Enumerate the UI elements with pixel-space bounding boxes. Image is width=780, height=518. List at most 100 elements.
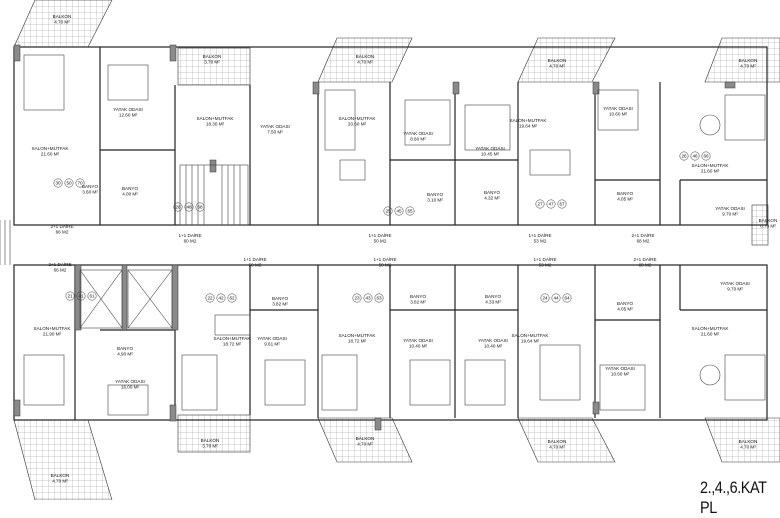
room-name: YATAK ODASI xyxy=(257,336,287,341)
unit-code-circle xyxy=(87,291,97,301)
room-name: BALKON xyxy=(356,54,375,59)
unit-code-circle xyxy=(535,199,545,209)
room-name: 1+1 DAİRE xyxy=(373,256,396,262)
room-area: 18.72 M² xyxy=(223,342,242,347)
balconies xyxy=(13,0,780,500)
room-name: BALKON xyxy=(548,439,567,444)
unit-code-circle xyxy=(76,291,86,301)
room-area: 68 M2 xyxy=(639,263,652,268)
room-name: BANYO xyxy=(484,190,501,195)
room-name: BALKON xyxy=(739,439,758,444)
room-area: 18.30 M² xyxy=(206,122,225,127)
unit-code-circle xyxy=(374,293,384,303)
unit-code-circle xyxy=(551,293,561,303)
unit-code-circle xyxy=(53,178,63,188)
room-area: 60 M2 xyxy=(184,239,197,244)
unit-code-circle xyxy=(352,293,362,303)
unit-code-circle xyxy=(562,293,572,303)
room-name: BANYO xyxy=(82,184,99,189)
room-name: 1+1 DAİRE xyxy=(368,232,391,238)
unit-code: 22 xyxy=(207,296,213,301)
room-name: YATAK ODASI xyxy=(113,107,143,112)
room-area: 4.70 M² xyxy=(549,445,565,450)
unit-code: 68 xyxy=(197,205,203,210)
unit-code: 25 xyxy=(385,209,391,214)
room-name: BALKON xyxy=(356,436,375,441)
room-area: 21.60 M² xyxy=(701,332,720,337)
unit-code: 44 xyxy=(553,296,559,301)
room-name: BALKON xyxy=(759,218,778,223)
room-area: 21.60 M² xyxy=(41,152,60,157)
unit-code: 24 xyxy=(542,296,548,301)
room-area: 4.70 M² xyxy=(740,64,756,69)
room-name: 2+1 DAİRE xyxy=(631,232,654,238)
room-name: 2+1 DAİRE xyxy=(48,261,71,267)
room-name: BANYO xyxy=(410,294,427,299)
room-area: 4.70 M² xyxy=(549,64,565,69)
room-name: YATAK ODASI xyxy=(260,124,290,129)
unit-code-circle xyxy=(75,178,85,188)
room-name: BANYO xyxy=(272,296,289,301)
room-area: 3.82 M² xyxy=(272,302,288,307)
room-area: 9.61 M² xyxy=(264,342,280,347)
room-area: 4.32 M² xyxy=(484,196,500,201)
unit-code: 61 xyxy=(89,294,95,299)
room-area: 12.60 M² xyxy=(119,113,138,118)
unit-code: 46 xyxy=(692,154,698,159)
room-name: BANYO xyxy=(122,186,139,191)
room-name: BALKON xyxy=(548,58,567,63)
columns xyxy=(13,44,736,431)
room-name: 1+1 DAİRE xyxy=(243,256,266,262)
room-area: 10.60 M² xyxy=(611,372,630,377)
room-area: 10.45 M² xyxy=(481,152,500,157)
unit-code: 62 xyxy=(229,296,235,301)
unit-code-circle xyxy=(65,291,75,301)
room-name: YATAK ODASI xyxy=(478,338,508,343)
unit-code-circle xyxy=(690,151,700,161)
unit-code: 66 xyxy=(703,154,709,159)
room-area: 18.72 M² xyxy=(348,339,367,344)
room-area: 10.40 M² xyxy=(409,344,428,349)
room-name: BANYO xyxy=(427,192,444,197)
unit-code-circle xyxy=(195,202,205,212)
unit-code-circle xyxy=(679,151,689,161)
unit-code: 27 xyxy=(537,202,543,207)
room-name: YATAK ODASI xyxy=(603,106,633,111)
room-name: YATAK ODASI xyxy=(475,146,505,151)
unit-code: 63 xyxy=(376,296,382,301)
room-area: 19.64 M² xyxy=(521,339,540,344)
room-name: 2+1 DAİRE xyxy=(50,223,73,229)
unit-code-circle xyxy=(394,206,404,216)
unit-code: 23 xyxy=(354,296,360,301)
room-area: 4.70 M² xyxy=(740,445,756,450)
room-name: SALON+MUTFAK xyxy=(34,326,72,331)
room-area: 50 M2 xyxy=(379,263,392,268)
room-name: 2+1 DAİRE xyxy=(633,256,656,262)
